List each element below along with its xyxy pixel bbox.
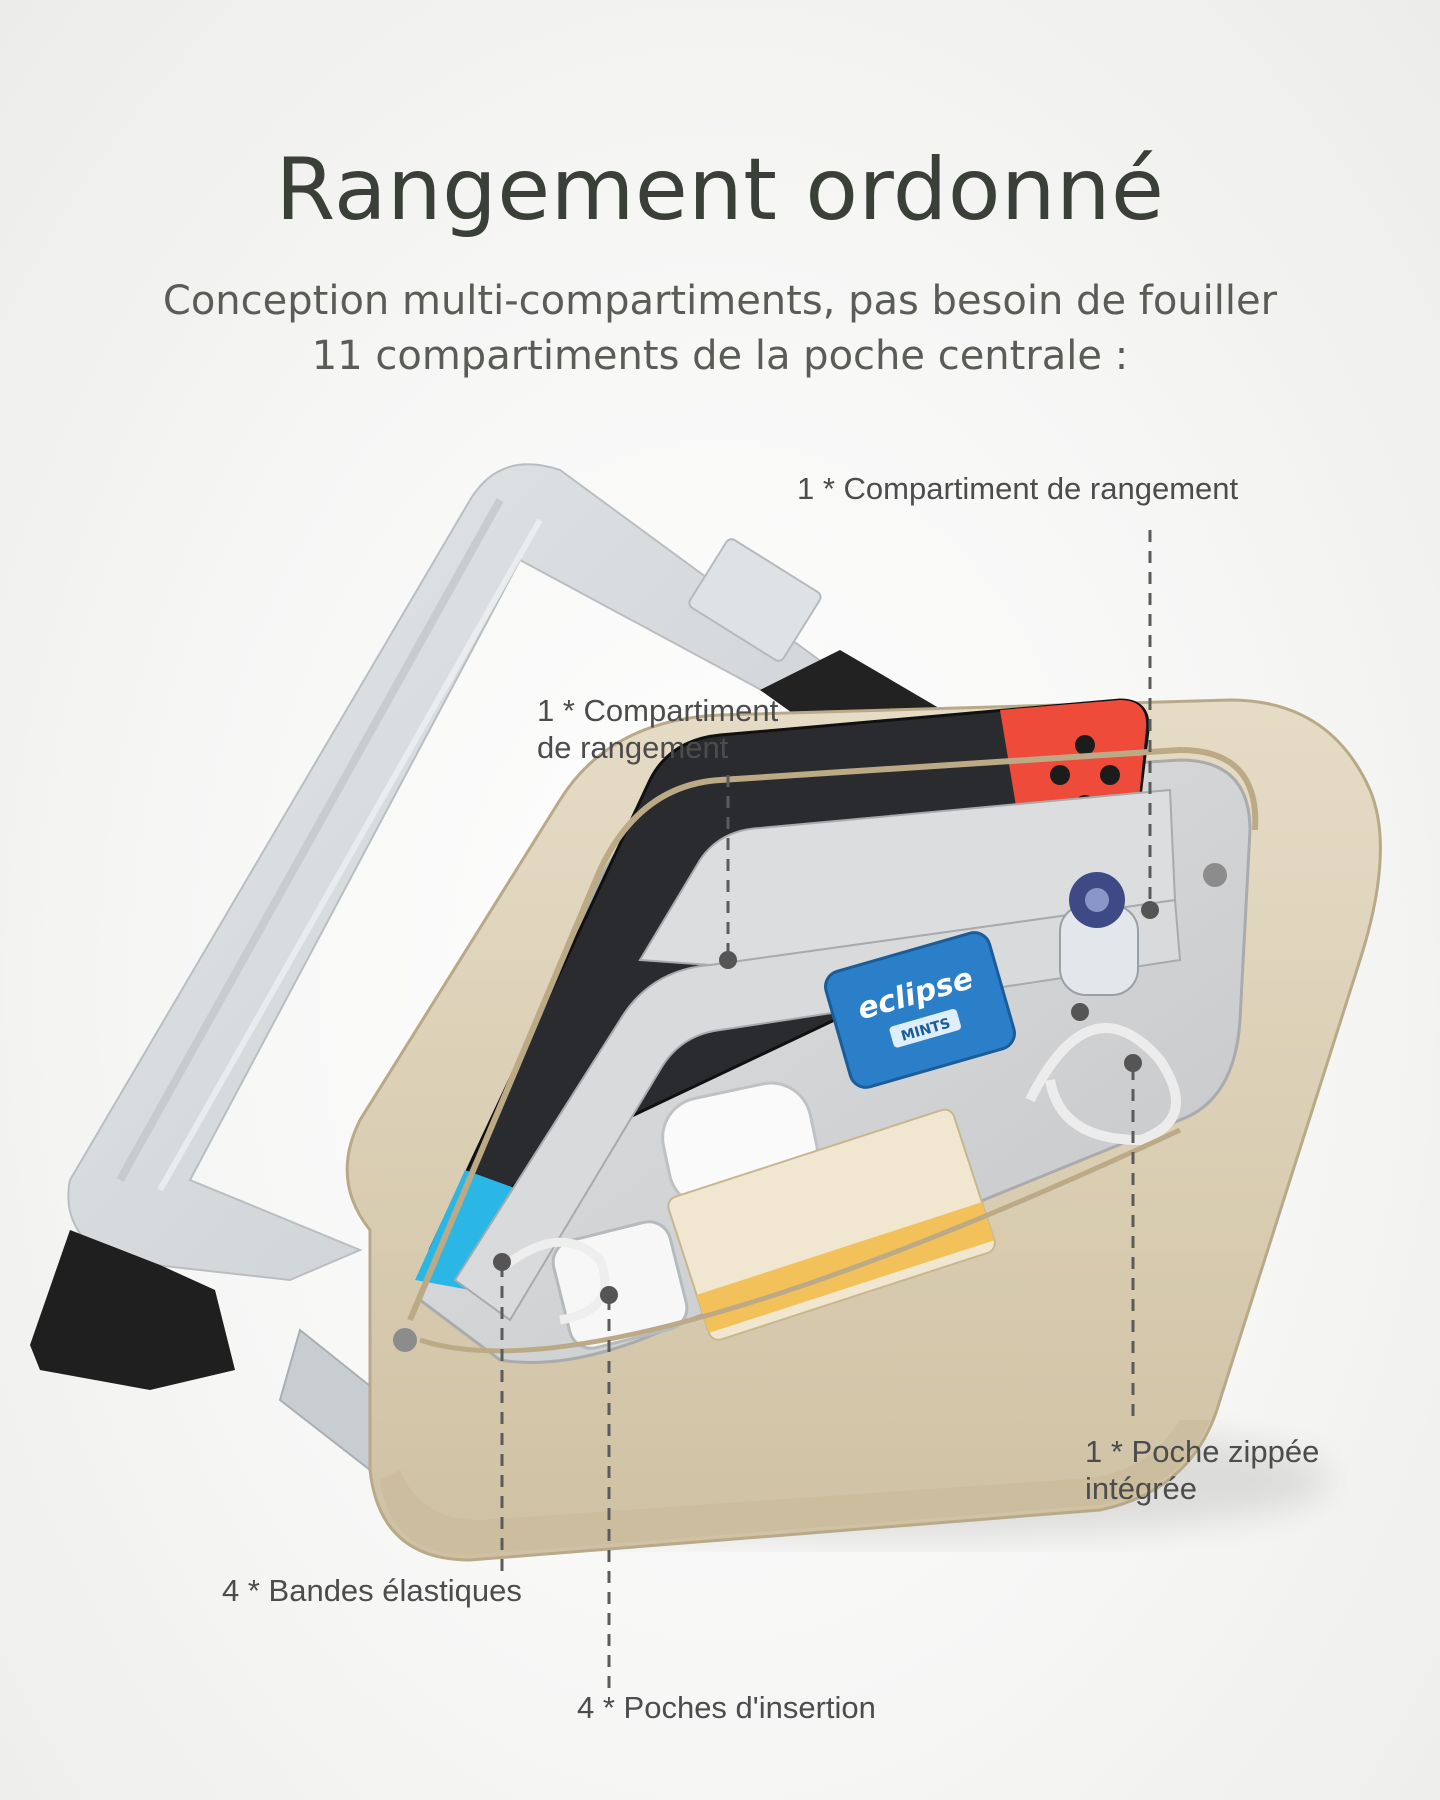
notebook [667,1108,996,1341]
subtitle-line-2: 11 compartiments de la poche centrale : [311,333,1129,379]
callout-bottom-left: 4 * Bandes élastiques [222,1572,522,1609]
callout-bottom-center: 4 * Poches d'insertion [577,1689,876,1726]
page-title: Rangement ordonné [275,140,1165,240]
callout-bottom-center-text: 4 * Poches d'insertion [577,1690,876,1725]
callout-right: 1 * Poche zippée intégrée [1085,1433,1319,1507]
callout-middle-left-line2: de rangement [537,730,729,765]
subtitle-line-1: Conception multi-compartiments, pas beso… [162,278,1278,324]
callout-top-right: 1 * Compartiment de rangement [797,470,1238,507]
callout-dots [493,901,1159,1304]
bag-bottom-panel [380,1420,1210,1555]
callout-bottom-left-text: 4 * Bandes élastiques [222,1573,522,1608]
callout-middle-left: 1 * Compartiment de rangement [537,692,778,766]
zipper-pull-left [393,1328,417,1352]
strap-stripe [116,498,504,1182]
main-zipper [407,746,1259,1322]
callout-middle-left-line1: 1 * Compartiment [537,693,779,728]
callout-top-right-text: 1 * Compartiment de rangement [797,471,1239,506]
left-buckle [30,1230,235,1390]
zipper-pull-right [1203,863,1227,887]
callout-right-line1: 1 * Poche zippée [1085,1434,1320,1469]
mint-tin: eclipse MINTS [824,931,1016,1089]
travel-bottle [1059,872,1139,996]
front-zipper [419,1127,1182,1354]
interior-back-wall [638,788,1177,967]
console-blue-joycon [415,1170,520,1290]
strap-keeper [688,538,822,662]
strap-stripe-2 [157,518,543,1192]
callout-right-line2: intégrée [1085,1471,1198,1506]
cable-coil [1025,1023,1181,1146]
callout-markers [500,530,1152,1690]
cable-coil-2 [497,1237,610,1325]
